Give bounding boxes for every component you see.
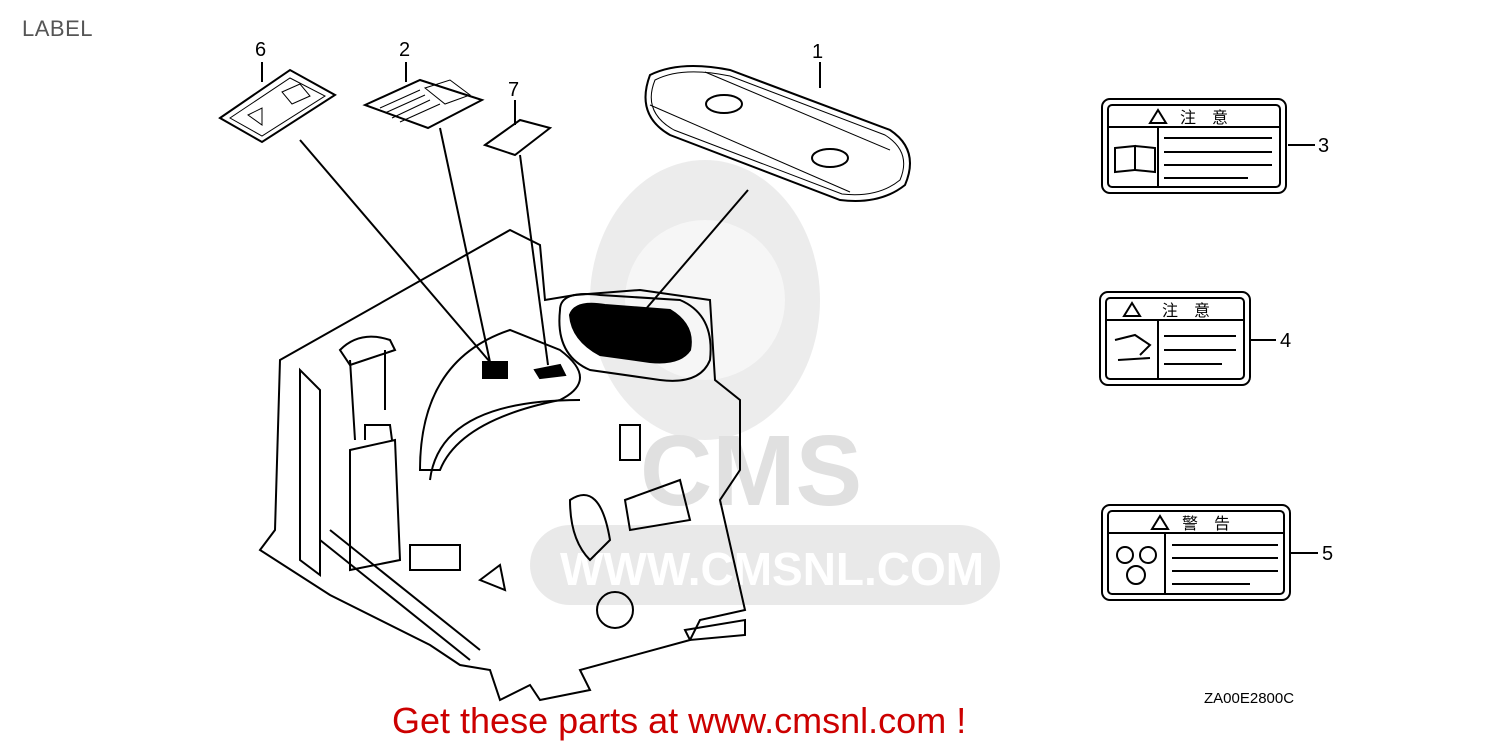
- callout-1: 1: [812, 41, 823, 63]
- warning-triangle-icon: [1148, 108, 1168, 124]
- callout-4: 4: [1280, 330, 1291, 352]
- part-4-caution-label: 注 意: [1099, 291, 1251, 386]
- warning-text: 警 告: [1182, 514, 1230, 533]
- explosion-hazard-icon: [1116, 546, 1157, 585]
- hot-surface-hand-icon: [1114, 333, 1152, 361]
- caution-text: 注 意: [1162, 301, 1210, 320]
- part-2-label: [362, 78, 485, 130]
- watermark: CMS WWW.CMSNL.COM: [530, 160, 1000, 605]
- part-5-warning-label: 警 告: [1101, 504, 1291, 601]
- callout-2: 2: [399, 39, 410, 61]
- footer-link[interactable]: Get these parts at www.cmsnl.com !: [392, 700, 967, 741]
- callout-5: 5: [1322, 543, 1333, 565]
- callout-7: 7: [508, 79, 519, 101]
- callout-6: 6: [255, 39, 266, 61]
- watermark-logo: CMS: [640, 415, 862, 527]
- part-3-caution-label: 注 意: [1101, 98, 1287, 194]
- callout-3: 3: [1318, 135, 1329, 157]
- part-7-label: [482, 118, 553, 157]
- caution-text: 注 意: [1180, 108, 1228, 127]
- diagram-code: ZA00E2800C: [1204, 690, 1295, 707]
- warning-triangle-icon: [1122, 301, 1142, 317]
- part-1-oval-label: [644, 65, 911, 202]
- diagram-title: LABEL: [22, 16, 93, 41]
- warning-triangle-icon: [1150, 514, 1170, 530]
- engine-drawing: [258, 228, 747, 702]
- part-6-label: [218, 68, 337, 144]
- watermark-url: WWW.CMSNL.COM: [560, 543, 984, 595]
- leader-lines: [261, 62, 1318, 554]
- manual-book-icon: [1114, 144, 1156, 174]
